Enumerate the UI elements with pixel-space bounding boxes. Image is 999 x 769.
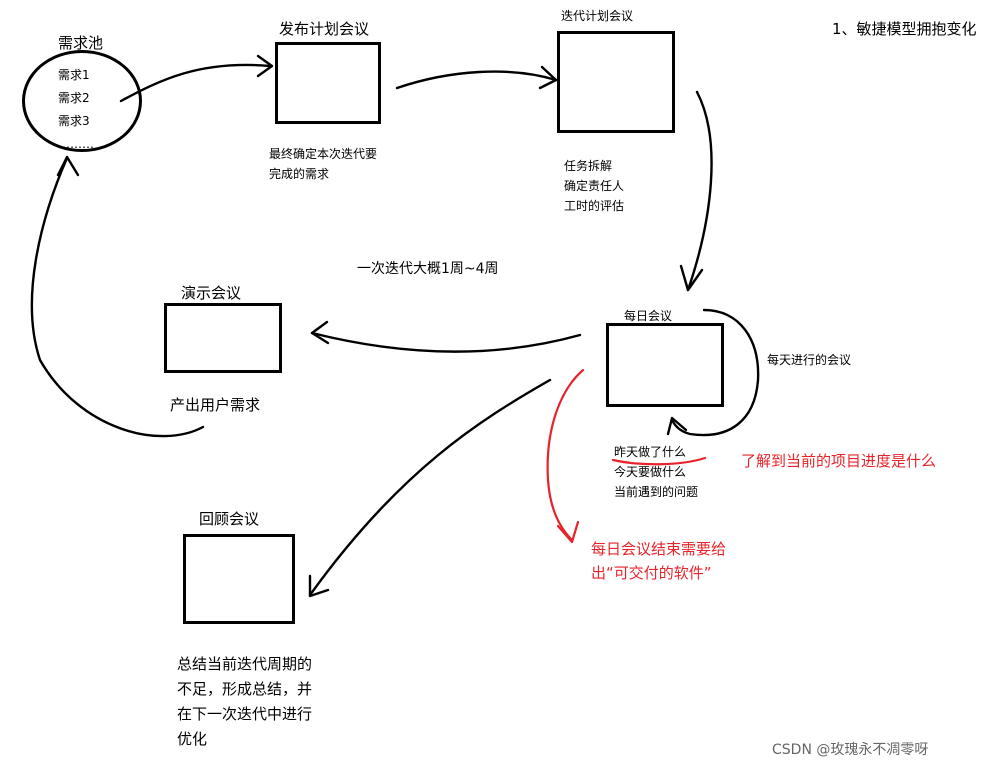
red-underline: [611, 456, 707, 466]
requirement-pool: [22, 50, 142, 152]
arrowhead: [310, 320, 330, 345]
retro-note: 优化: [177, 730, 208, 748]
arrow-iteration-to-daily: [686, 90, 713, 292]
retro-meeting-notes: 总结当前迭代周期的 不足，形成总结，并 在下一次迭代中进行 优化: [177, 652, 312, 752]
release-note: 完成的需求: [269, 167, 330, 181]
arrowhead: [538, 65, 558, 90]
daily-note: 昨天做了什么: [614, 445, 687, 459]
retro-note: 不足，形成总结，并: [177, 680, 313, 698]
iteration-note: 工时的评估: [564, 199, 625, 213]
daily-meeting-box: [606, 323, 724, 407]
arrowhead: [56, 155, 80, 177]
pool-item: 需求2: [58, 91, 90, 105]
arrowhead: [666, 416, 688, 436]
daily-note: 当前遇到的问题: [614, 485, 699, 499]
pool-item: 需求1: [58, 68, 90, 82]
daily-meeting-title: 每日会议: [624, 309, 673, 323]
retro-meeting-box: [183, 534, 295, 624]
deliverable-line: 出“可交付的软件”: [591, 564, 712, 582]
daily-loop-label: 每天进行的会议: [767, 353, 852, 367]
arrowhead: [556, 520, 580, 544]
iteration-note: 确定责任人: [564, 179, 625, 193]
retro-note: 在下一次迭代中进行: [177, 705, 313, 723]
release-note: 最终确定本次迭代要: [269, 147, 378, 161]
release-meeting-box: [275, 42, 381, 124]
diagram-title: 1、敏捷模型拥抱变化: [832, 20, 977, 38]
deliverable-line: 每日会议结束需要给: [591, 540, 727, 558]
deliverable-note: 每日会议结束需要给 出“可交付的软件”: [591, 537, 726, 585]
arrowhead: [308, 574, 330, 598]
red-arrow-deliverable: [546, 368, 585, 542]
release-meeting-notes: 最终确定本次迭代要 完成的需求: [269, 144, 377, 184]
release-meeting-title: 发布计划会议: [279, 20, 370, 38]
arrow-daily-to-retro: [308, 378, 552, 597]
demo-meeting-note: 产出用户需求: [170, 396, 261, 414]
pool-item: ………: [58, 137, 94, 151]
arrow-pool-to-release: [119, 63, 272, 103]
iteration-meeting-title: 迭代计划会议: [561, 9, 634, 23]
retro-note: 总结当前迭代周期的: [177, 655, 313, 673]
arrow-daily-self-loop: [670, 308, 760, 437]
daily-note: 今天要做什么: [614, 465, 687, 479]
arrow-release-to-iteration: [395, 70, 558, 90]
watermark: CSDN @玫瑰永不凋零呀: [772, 742, 929, 758]
daily-meeting-notes: 昨天做了什么 今天要做什么 当前遇到的问题: [614, 442, 698, 502]
cycle-note: 一次迭代大概1周~4周: [357, 261, 499, 277]
arrowhead: [256, 54, 274, 78]
arrow-demo-to-pool: [30, 156, 205, 438]
demo-meeting-box: [164, 303, 282, 373]
iteration-note: 任务拆解: [564, 159, 613, 173]
pool-title: 需求池: [58, 34, 104, 52]
iteration-meeting-box: [557, 31, 675, 133]
arrowhead: [679, 264, 704, 292]
retro-meeting-title: 回顾会议: [199, 510, 260, 528]
daily-progress-note: 了解到当前的项目进度是什么: [741, 452, 937, 470]
demo-meeting-title: 演示会议: [181, 284, 242, 302]
arrow-daily-to-demo: [310, 331, 582, 353]
iteration-meeting-notes: 任务拆解 确定责任人 工时的评估: [564, 156, 624, 216]
pool-items: 需求1 需求2 需求3 ………: [58, 64, 94, 156]
pool-item: 需求3: [58, 114, 90, 128]
